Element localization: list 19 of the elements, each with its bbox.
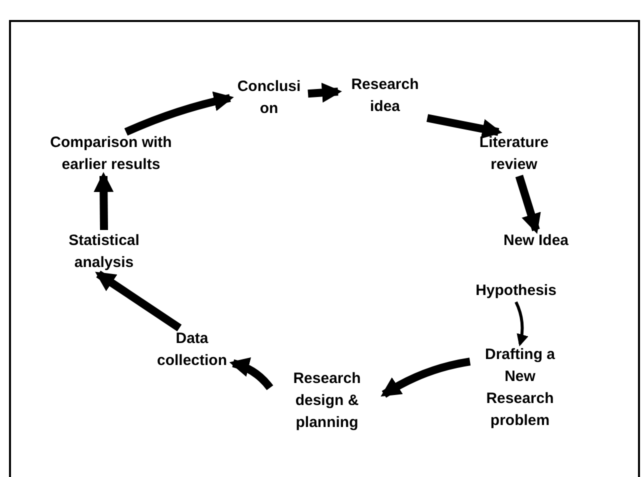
step-label: Data collection <box>156 329 228 371</box>
arrow <box>515 174 541 234</box>
step-label: Literature review <box>478 133 550 175</box>
arrow <box>124 92 234 136</box>
step-label: Research idea <box>350 75 420 117</box>
arrow <box>308 82 342 103</box>
step-label: Hypothesis <box>476 281 556 301</box>
arrow <box>95 270 182 332</box>
step-label: Drafting a New Research problem <box>484 345 556 431</box>
step-label: New Idea <box>503 231 569 251</box>
arrow <box>94 172 114 230</box>
arrow <box>426 114 502 139</box>
arrow <box>380 358 471 398</box>
arrow <box>229 358 274 390</box>
step-label: Statistical analysis <box>68 231 140 273</box>
step-label: Research design & planning <box>292 369 362 433</box>
arrow <box>514 301 528 346</box>
step-label: Comparison with earlier results <box>49 133 173 175</box>
step-label: Conclusi on <box>236 77 302 119</box>
